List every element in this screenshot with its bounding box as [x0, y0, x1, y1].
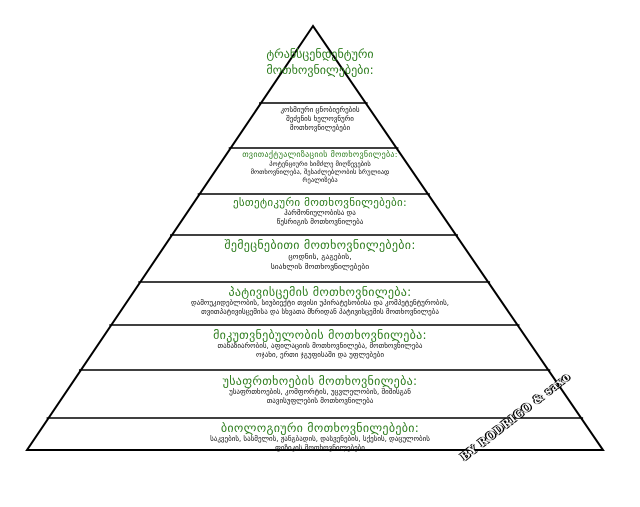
level-description-line: საკვების, სასმელის, ჟანგბადის, დასვენები… [210, 435, 430, 444]
pyramid-level-5: პატივისცემის მოთხოვნილება:დამოუკიდებლობი… [0, 285, 640, 317]
level-description-line: პოტენციური სიმძლე მიღწევების [269, 159, 371, 168]
level-description-line: უსაფრთხოების, კომფორტის, უცვლელობის, შიშ… [229, 388, 411, 397]
pyramid-level-4: შემეცნებითი მოთხოვნილებები:ცოდნის, გაგებ… [0, 238, 640, 271]
level-description-line: დამოუკიდებლობის, სიუბიექტი თვისი უპირატე… [190, 299, 450, 308]
level-description-line: წესრიგის მოთხოვნილება [276, 217, 364, 226]
level-description-line: ოჯახი, ერთი ჯგუფისაში და უფლებები [256, 351, 384, 360]
apex-title: ტრანსცენდენტური მოთხოვნილებები: [0, 46, 640, 78]
level-description-line: ფიზიკის მოთხოვნილებები [275, 444, 365, 453]
level-description-line: ჰარმონიულობისა და [284, 209, 356, 218]
pyramid-level-2: თვითაქტუალიზაციის მოთხოვნილება:პოტენციურ… [0, 150, 640, 184]
apex-title-line1: ტრანსცენდენტური [266, 47, 374, 61]
level-dividers [46, 102, 584, 419]
pyramid-level-3: ესთეტიკური მოთხოვნილებები:ჰარმონიულობისა… [0, 196, 640, 227]
level-description-line: რეალიზება [302, 175, 338, 184]
level-description-line: კოსმიური ცნობიერების [280, 106, 360, 114]
level-description-line: მოთხოვნილებები [289, 123, 351, 132]
pyramid-level-7: უსაფრთხოების მოთხოვნილება:უსაფრთხოების, … [0, 374, 640, 406]
level-description-line: შეძენის ხელოვნური [286, 114, 354, 123]
level-title: შემეცნებითი მოთხოვნილებები: [224, 238, 416, 252]
level-title: თვითაქტუალიზაციის მოთხოვნილება: [242, 150, 398, 159]
level-description-line: თანაზიარობის, აფილაციის მოთხოვნილება, მო… [217, 342, 423, 351]
level-title: პატივისცემის მოთხოვნილება: [228, 285, 412, 299]
level-title: ესთეტიკური მოთხოვნილებები: [232, 196, 408, 209]
pyramid-level-8: ბიოლოგიური მოთხოვნილებები:საკვების, სასმ… [0, 421, 640, 453]
level-title: ბიოლოგიური მოთხოვნილებები: [220, 421, 420, 435]
level-description-line: თვითპატივისცემისა და სხვათა მხრიდან პატი… [201, 308, 439, 317]
level-description-line: თავისუფლების მოთხოვნილება [266, 397, 374, 406]
level-description-line: ცოდნის, გაგების, [288, 252, 352, 262]
level-description-line: სიახლის მოთხოვნილებები [270, 261, 370, 271]
level-title: მიკუთვნებულობის მოთხოვნილება: [213, 328, 427, 342]
apex-title-line2: მოთხოვნილებები: [266, 63, 374, 78]
pyramid-outline [25, 24, 605, 451]
level-title: უსაფრთხოების მოთხოვნილება: [222, 374, 418, 388]
pyramid-level-6: მიკუთვნებულობის მოთხოვნილება:თანაზიარობი… [0, 328, 640, 360]
level-description-line: მოთხოვნილება, შესაძლებლობის სრულიად [250, 167, 390, 176]
